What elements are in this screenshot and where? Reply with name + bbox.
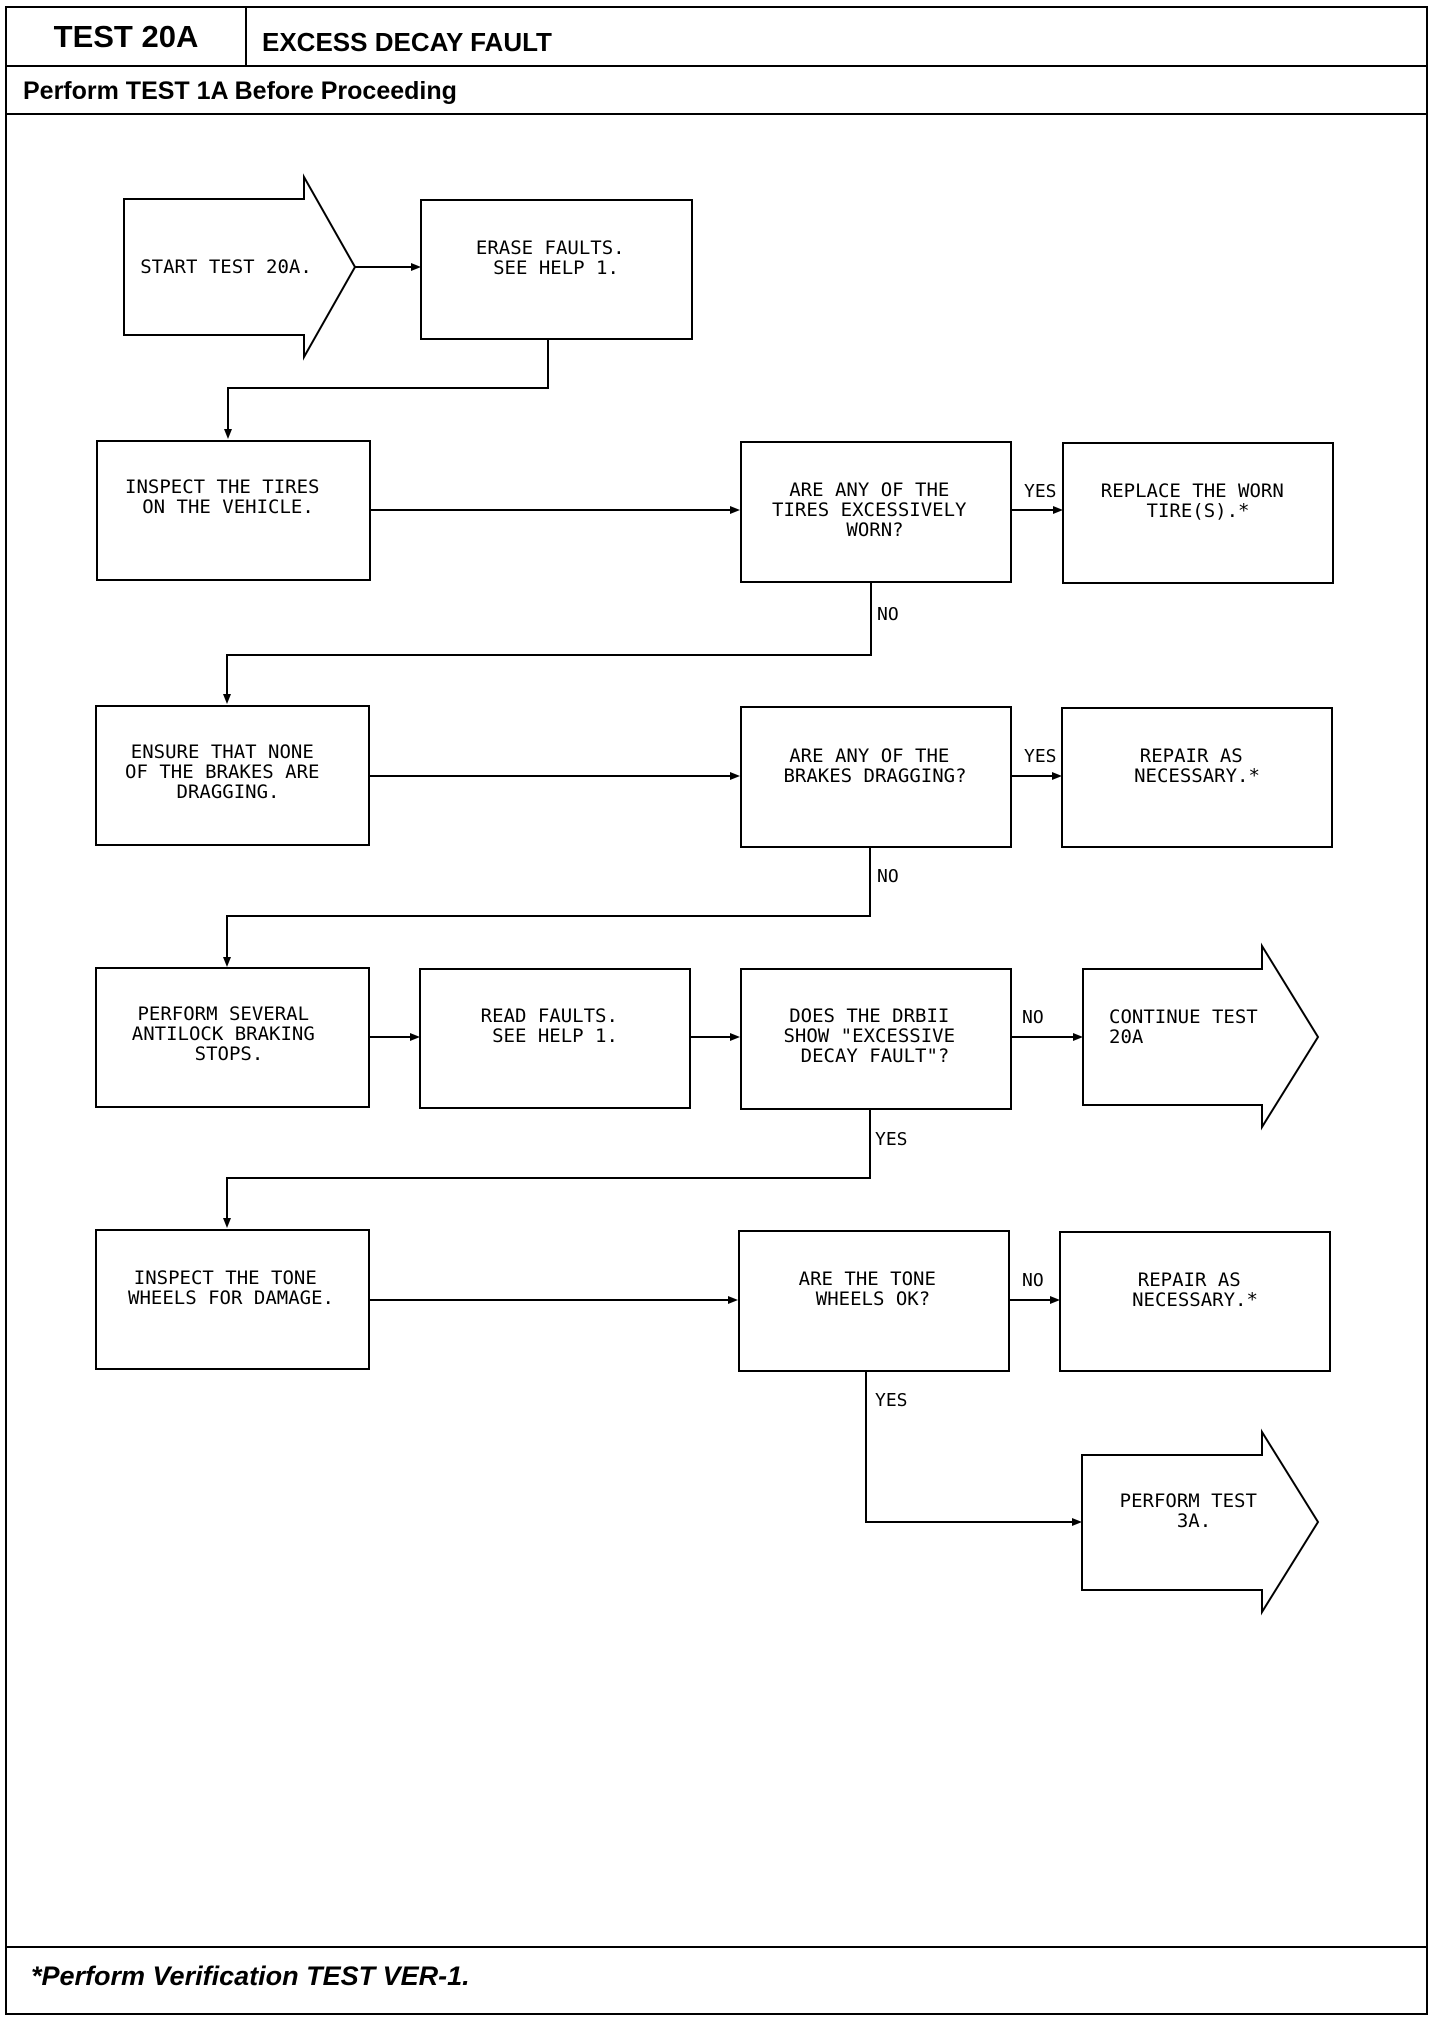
yes-label-4: YES: [875, 1390, 908, 1411]
brakes-dragging-decision: [740, 706, 1012, 848]
prerequisite-note: Perform TEST 1A Before Proceeding: [23, 77, 457, 105]
replace-tires-box: [1062, 442, 1334, 584]
continue-test-text: CONTINUE TEST 20A: [1109, 1006, 1269, 1048]
inspect-tires-box: [96, 440, 371, 581]
inspect-tone-box: [95, 1229, 370, 1370]
repair-tone-text: REPAIR AS NECESSARY.*: [1132, 1269, 1258, 1311]
continue-test-node: [1082, 942, 1320, 1131]
tone-ok-decision: [738, 1230, 1010, 1372]
antilock-stops-text: PERFORM SEVERAL ANTILOCK BRAKING STOPS.: [132, 1003, 326, 1065]
test-title: EXCESS DECAY FAULT: [262, 27, 552, 57]
read-faults-text: READ FAULTS. SEE HELP 1.: [481, 1005, 630, 1047]
brakes-dragging-text: ARE ANY OF THE BRAKES DRAGGING?: [783, 745, 966, 787]
no-label-3: NO: [1022, 1007, 1044, 1028]
prerequisite-row: Perform TEST 1A Before Proceeding: [7, 67, 1426, 115]
tone-ok-text: ARE THE TONE WHEELS OK?: [799, 1268, 948, 1310]
repair-brakes-box: [1061, 707, 1333, 848]
drbii-text: DOES THE DRBII SHOW "EXCESSIVE DECAY FAU…: [783, 1005, 966, 1067]
erase-faults-box: [420, 199, 693, 340]
repair-tone-box: [1059, 1231, 1331, 1372]
test-id: TEST 20A: [7, 8, 247, 65]
read-faults-box: [419, 968, 691, 1109]
verification-note: *Perform Verification TEST VER-1.: [31, 1961, 470, 1991]
repair-brakes-text: REPAIR AS NECESSARY.*: [1134, 745, 1260, 787]
yes-label-3: YES: [875, 1129, 908, 1150]
drbii-decision: [740, 968, 1012, 1110]
header-row: TEST 20A EXCESS DECAY FAULT: [7, 8, 1426, 67]
start-node: [123, 173, 357, 361]
replace-tires-text: REPLACE THE WORN TIRE(S).*: [1101, 480, 1295, 522]
inspect-tires-text: INSPECT THE TIRES ON THE VEHICLE.: [125, 476, 331, 518]
inspect-tone-text: INSPECT THE TONE WHEELS FOR DAMAGE.: [128, 1267, 334, 1309]
tires-worn-decision: [740, 441, 1012, 583]
no-label-1: NO: [877, 604, 899, 625]
perform-3a-text: PERFORM TEST 3A.: [1120, 1490, 1269, 1532]
yes-label-2: YES: [1024, 746, 1057, 767]
tires-worn-text: ARE ANY OF THE TIRES EXCESSIVELY WORN?: [772, 479, 978, 541]
erase-faults-text: ERASE FAULTS. SEE HELP 1.: [476, 237, 636, 279]
antilock-stops-box: [95, 967, 370, 1108]
perform-3a-node: [1081, 1428, 1320, 1616]
footer-row: *Perform Verification TEST VER-1.: [7, 1946, 1426, 2015]
yes-label-1: YES: [1024, 481, 1057, 502]
ensure-brakes-text: ENSURE THAT NONE OF THE BRAKES ARE DRAGG…: [125, 741, 331, 803]
no-label-2: NO: [877, 866, 899, 887]
page-frame: TEST 20A EXCESS DECAY FAULT Perform TEST…: [5, 6, 1428, 2015]
no-label-4: NO: [1022, 1270, 1044, 1291]
start-node-text: START TEST 20A.: [140, 256, 312, 278]
